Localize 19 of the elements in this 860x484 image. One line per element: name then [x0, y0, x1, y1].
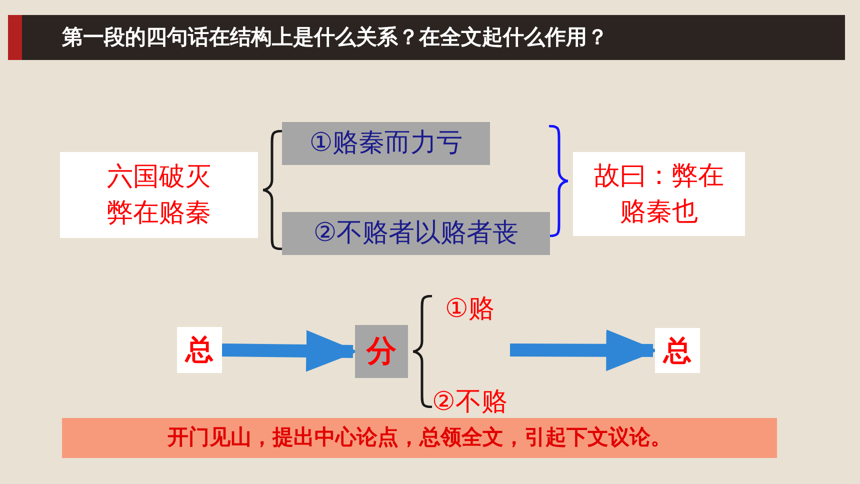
node-text: 六国破灭弊在赂秦	[106, 161, 212, 230]
text-box	[282, 122, 490, 165]
text-box	[282, 212, 550, 255]
text-box	[573, 152, 745, 236]
node-text: 分	[366, 333, 396, 371]
branch-label: ②不赂	[432, 386, 508, 419]
title: 第一段的四句话在结构上是什么关系？在全文起什么作用？	[62, 24, 608, 51]
branch-label: ①赂	[445, 293, 494, 326]
node-text: 开门见山，提出中心论点，总领全文，引起下文议论。	[168, 424, 672, 452]
node-text: ①赂秦而力亏	[309, 127, 463, 160]
node-text: 总	[186, 332, 214, 368]
node-text: 总	[664, 332, 692, 368]
node-text: ②不赂者以赂者丧	[313, 217, 519, 250]
text-box	[655, 328, 700, 373]
text-box	[355, 325, 408, 378]
text-box	[62, 418, 777, 458]
text-box	[177, 327, 222, 373]
text-box	[60, 152, 258, 238]
node-text: 故曰：弊在赂秦也	[593, 160, 725, 229]
